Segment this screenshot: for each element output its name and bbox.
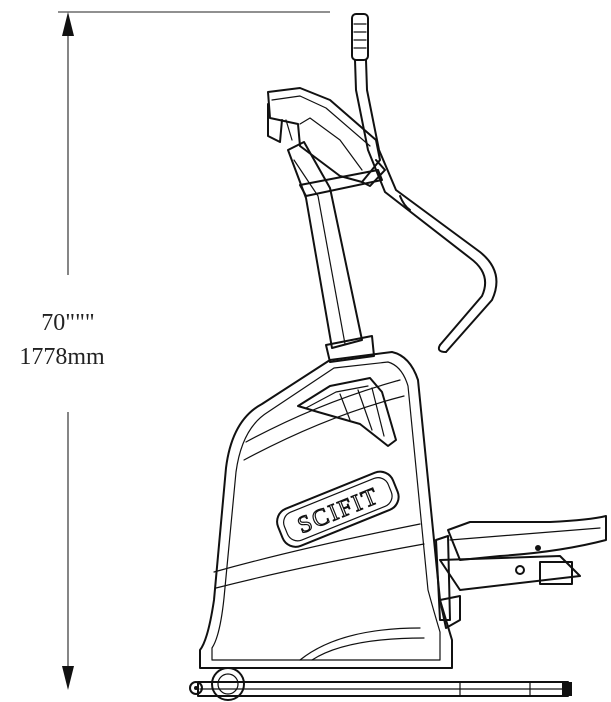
logo-badge-outer (276, 470, 400, 548)
height-dimension: 70""" 1778mm (19, 11, 330, 690)
transport-wheel (211, 667, 245, 701)
end-cap (562, 682, 572, 696)
handlebar-rail-outer (354, 59, 486, 346)
handlebar-rail-inner (365, 59, 498, 353)
console (267, 87, 386, 197)
main-housing (199, 351, 453, 669)
upper-vent-grille (297, 377, 397, 447)
console-body (267, 87, 381, 183)
logo-badge-inner (283, 477, 393, 542)
dimension-arrow-top-icon (62, 12, 74, 36)
pedal-plate (447, 515, 607, 561)
pedal-arm (439, 555, 581, 591)
housing-inner-shell (211, 361, 441, 661)
base-frame (189, 667, 572, 701)
brand-logo: SCIFIT (276, 470, 400, 548)
step-pedal (435, 515, 607, 629)
housing-outer (199, 351, 453, 669)
mast (287, 141, 375, 363)
mast-column (287, 141, 363, 349)
height-metric-label: 1778mm (19, 344, 105, 370)
dimension-arrow-bottom-icon (62, 666, 74, 690)
handlebar-grip (351, 13, 369, 61)
height-imperial-label: 70""" (41, 310, 94, 336)
